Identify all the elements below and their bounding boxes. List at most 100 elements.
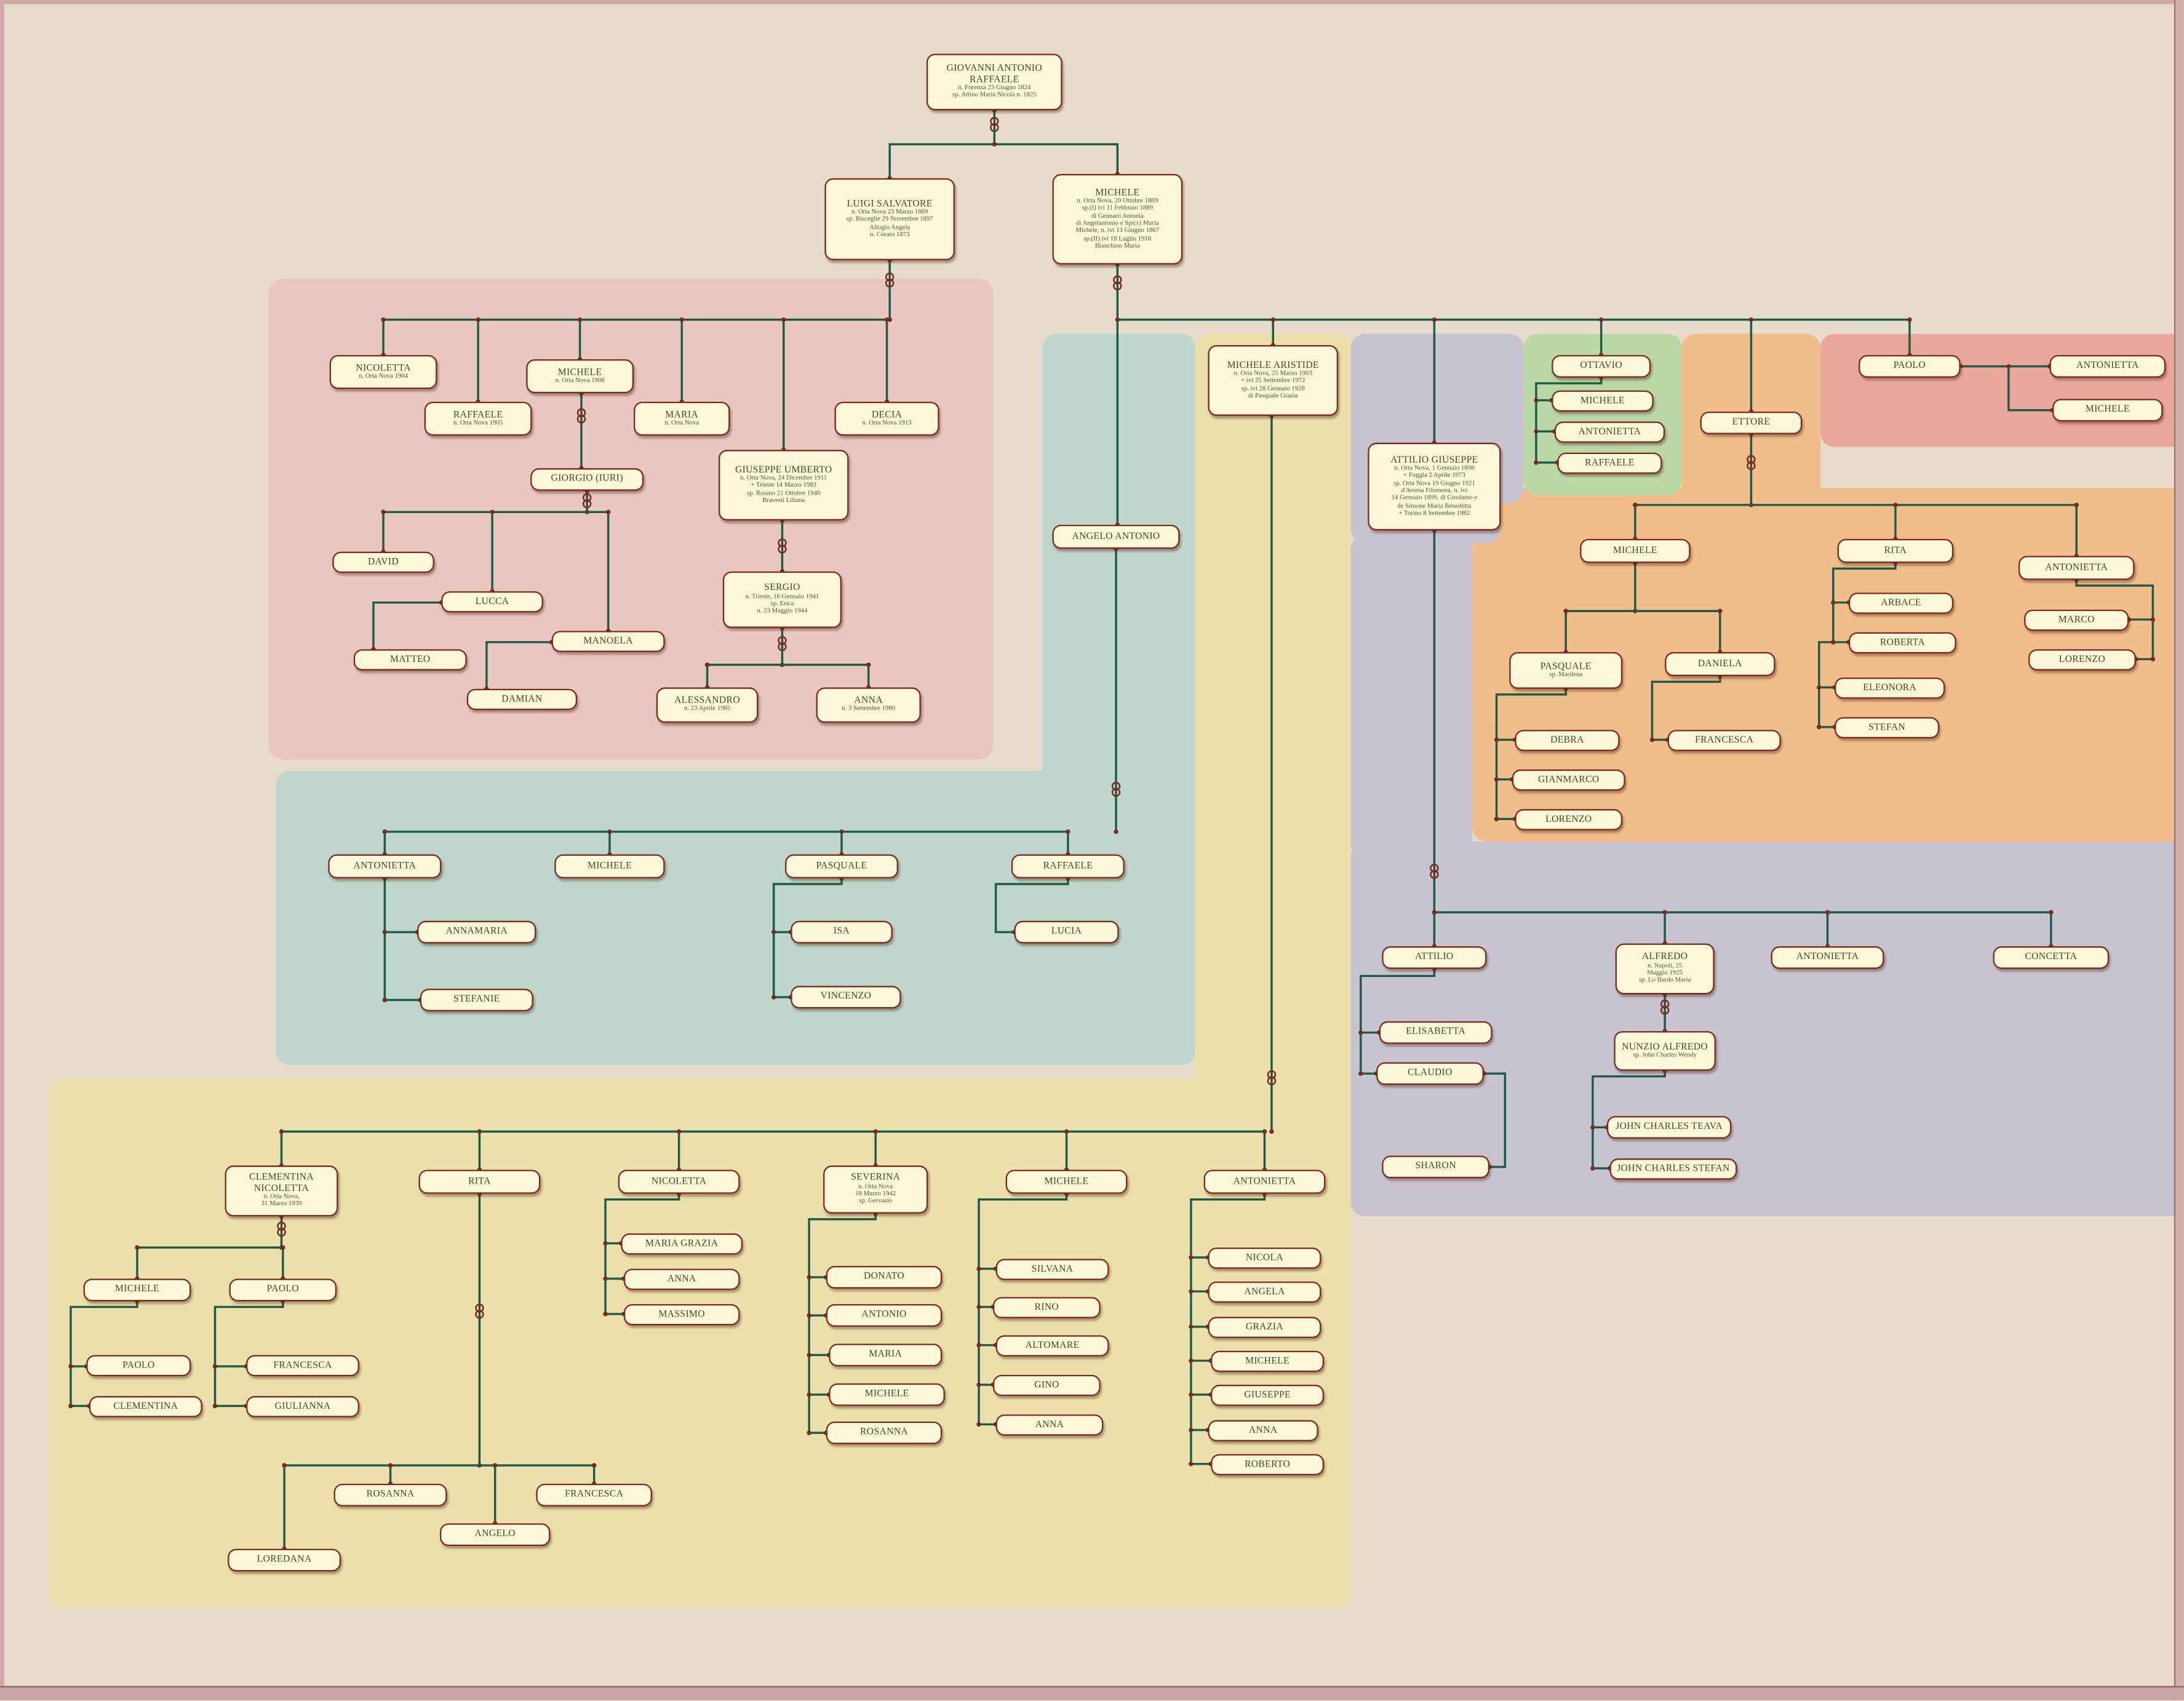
person-node-raffaele_o[interactable]: RAFFAELE	[1557, 452, 1662, 474]
person-node-johnstefan[interactable]: JOHN CHARLES STEFAN	[1609, 1158, 1737, 1180]
person-node-rosanna_r[interactable]: ROSANNA	[333, 1483, 447, 1507]
person-node-paolo_c[interactable]: PAOLO	[229, 1278, 337, 1302]
person-node-annamaria[interactable]: ANNAMARIA	[417, 920, 536, 944]
person-node-giorgio[interactable]: GIORGIO (IURI)	[530, 468, 644, 491]
person-node-sharon[interactable]: SHARON	[1382, 1155, 1490, 1179]
person-node-ottavio[interactable]: OTTAVIO	[1552, 355, 1651, 378]
person-node-debra[interactable]: DEBRA	[1515, 730, 1620, 751]
person-node-rino[interactable]: RINO	[993, 1297, 1101, 1318]
person-node-paolo1[interactable]: PAOLO	[1859, 355, 1961, 378]
person-node-antonietta_o[interactable]: ANTONIETTA	[1554, 421, 1665, 443]
person-node-francesca_d[interactable]: FRANCESCA	[1667, 730, 1781, 751]
person-node-stefanie[interactable]: STEFANIE	[420, 989, 533, 1011]
person-node-paolo_cc[interactable]: PAOLO	[86, 1355, 191, 1377]
person-node-lucca[interactable]: LUCCA	[441, 591, 543, 613]
person-node-michele_e[interactable]: MICHELE	[1580, 538, 1691, 564]
person-node-anna_a[interactable]: ANNA	[1208, 1420, 1318, 1441]
person-node-angela[interactable]: ANGELA	[1208, 1281, 1321, 1303]
person-node-rita_e[interactable]: RITA	[1837, 538, 1954, 564]
person-node-ettore[interactable]: ETTORE	[1700, 412, 1803, 434]
person-node-clementina_cc[interactable]: CLEMENTINA	[89, 1396, 202, 1417]
person-node-nicola[interactable]: NICOLA	[1208, 1247, 1321, 1269]
person-node-roberto[interactable]: ROBERTO	[1211, 1454, 1325, 1476]
person-node-antonietta_p[interactable]: ANTONIETTA	[2049, 355, 2166, 378]
person-node-michele_s[interactable]: MICHELE	[829, 1383, 945, 1406]
person-node-silvana[interactable]: SILVANA	[995, 1259, 1109, 1280]
person-node-lorenzo_a[interactable]: LORENZO	[2028, 649, 2136, 671]
person-node-damian[interactable]: DAMIAN	[466, 688, 578, 711]
person-node-michele_a2[interactable]: MICHELE	[1211, 1350, 1325, 1372]
person-node-eleonora[interactable]: ELEONORA	[1835, 677, 1945, 699]
person-node-donato[interactable]: DONATO	[826, 1265, 943, 1289]
person-node-antonietta_y[interactable]: ANTONIETTA	[1203, 1169, 1326, 1194]
person-node-giuseppe_a[interactable]: GIUSEPPE	[1211, 1384, 1325, 1406]
person-node-francesca_c[interactable]: FRANCESCA	[246, 1355, 359, 1377]
person-node-michele_y[interactable]: MICHELE	[1005, 1169, 1128, 1194]
person-node-antonietta_e[interactable]: ANTONIETTA	[2018, 556, 2135, 580]
person-node-isa[interactable]: ISA	[791, 920, 893, 944]
person-node-rosanna_s[interactable]: ROSANNA	[826, 1421, 943, 1444]
person-node-raffaele_t[interactable]: RAFFAELE	[1011, 854, 1125, 878]
person-node-david[interactable]: DAVID	[332, 551, 434, 573]
person-node-arbace[interactable]: ARBACE	[1849, 592, 1954, 614]
person-node-michele_o[interactable]: MICHELE	[1552, 390, 1654, 412]
person-node-anna_m[interactable]: ANNA	[995, 1414, 1104, 1436]
person-node-matteo[interactable]: MATTEO	[353, 649, 467, 671]
person-node-claudio[interactable]: CLAUDIO	[1376, 1062, 1484, 1085]
person-node-antonio_s[interactable]: ANTONIO	[826, 1304, 943, 1327]
person-node-maria_s[interactable]: MARIA	[829, 1344, 943, 1367]
person-node-attilio2[interactable]: ATTILIO	[1382, 946, 1487, 969]
person-node-mariagrazia[interactable]: MARIA GRAZIA	[621, 1233, 743, 1255]
person-node-antonietta_a[interactable]: ANTONIETTA	[1771, 946, 1884, 969]
person-node-concetta[interactable]: CONCETTA	[1993, 946, 2110, 969]
person-node-lucia[interactable]: LUCIA	[1014, 920, 1119, 944]
person-node-massimo[interactable]: MASSIMO	[623, 1304, 740, 1326]
person-node-stefan[interactable]: STEFAN	[1835, 717, 1940, 739]
person-node-giulianna[interactable]: GIULIANNA	[246, 1396, 359, 1417]
person-node-anna_n[interactable]: ANNA	[623, 1269, 740, 1290]
person-node-nicoletta_y[interactable]: NICOLETTA	[618, 1169, 740, 1194]
person-node-vincenzo[interactable]: VINCENZO	[791, 986, 901, 1009]
person-node-francesca_r[interactable]: FRANCESCA	[536, 1483, 652, 1507]
person-node-daniela[interactable]: DANIELA	[1665, 651, 1775, 677]
person-node-johnteava[interactable]: JOHN CHARLES TEAVA	[1606, 1116, 1732, 1139]
person-node-lorenzo_m[interactable]: LORENZO	[1515, 809, 1623, 831]
person-node-gianmarco[interactable]: GIANMARCO	[1512, 769, 1625, 791]
person-node-angelo_r[interactable]: ANGELO	[440, 1523, 551, 1547]
person-node-pasquale_t[interactable]: PASQUALE	[785, 854, 898, 878]
person-node-antonietta_t[interactable]: ANTONIETTA	[328, 854, 442, 878]
person-node-angeloantonio[interactable]: ANGELO ANTONIO	[1052, 525, 1180, 549]
person-node-grazia[interactable]: GRAZIA	[1208, 1317, 1321, 1339]
person-node-manoela[interactable]: MANOELA	[551, 631, 665, 652]
person-node-michele_p[interactable]: MICHELE	[2052, 399, 2163, 422]
person-node-loredana[interactable]: LOREDANA	[228, 1548, 341, 1572]
person-node-michele_t[interactable]: MICHELE	[554, 854, 665, 878]
person-node-marco[interactable]: MARCO	[2024, 609, 2129, 631]
person-node-altomare[interactable]: ALTOMARE	[995, 1335, 1109, 1356]
person-node-roberta[interactable]: ROBERTA	[1849, 632, 1956, 654]
person-node-gino[interactable]: GINO	[993, 1374, 1101, 1396]
person-node-michele_c[interactable]: MICHELE	[83, 1278, 191, 1302]
person-node-elisabetta[interactable]: ELISABETTA	[1379, 1021, 1493, 1044]
person-node-rita_y[interactable]: RITA	[418, 1169, 541, 1194]
junction-dot	[2049, 910, 2054, 915]
